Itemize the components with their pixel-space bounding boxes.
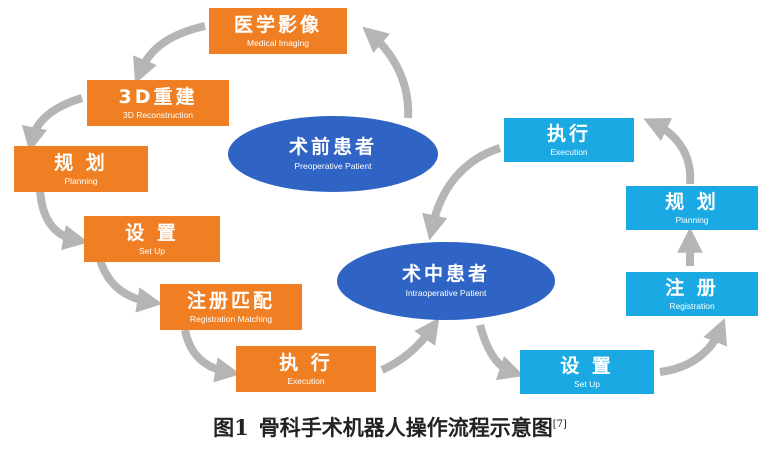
box-sublabel: Planning — [64, 175, 98, 186]
box-medical-imaging: 医学影像 Medical Imaging — [209, 8, 347, 54]
arrow-imaging-to-reconstruction — [133, 22, 206, 84]
arrow-intraop-to-setup — [476, 323, 525, 381]
figure-reference: [7] — [552, 419, 567, 430]
arrow-registration-to-execution — [181, 329, 241, 383]
box-execution-blue: 执行 Execution — [504, 118, 634, 162]
arrow-planning-to-execution — [643, 118, 695, 185]
intraoperative-patient: 术中患者 Intraoperative Patient — [337, 242, 555, 320]
box-label: 规 划 — [54, 151, 108, 174]
box-label: 执 行 — [279, 351, 333, 374]
arrow-reconstruction-to-planning — [21, 94, 84, 153]
ellipse-label: 术中患者 — [401, 263, 490, 285]
figure-label: 图1 — [213, 415, 249, 440]
box-sublabel: Set Up — [139, 245, 165, 256]
arrow-execution-to-intraop — [380, 317, 440, 374]
ellipse-sublabel: Intraoperative Patient — [405, 288, 487, 298]
box-sublabel: Execution — [287, 375, 325, 386]
ellipse-sublabel: Preoperative Patient — [294, 161, 372, 171]
box-sublabel: Medical Imaging — [247, 37, 309, 48]
box-label: 设 置 — [125, 221, 179, 244]
arrow-preop-to-imaging — [362, 26, 413, 119]
arrow-execution-to-intraop-blue — [422, 144, 502, 241]
arrow-setup-to-registration-blue — [659, 318, 728, 376]
box-label: 注 册 — [665, 276, 719, 299]
figure-title: 骨科手术机器人操作流程示意图 — [258, 415, 553, 440]
box-label: 医学影像 — [233, 13, 322, 36]
box-registration-matching: 注册匹配 Registration Matching — [160, 284, 302, 330]
arrow-planning-to-setup — [36, 189, 89, 251]
box-sublabel: 3D Reconstruction — [123, 109, 193, 120]
box-label: 设 置 — [560, 354, 614, 377]
box-sublabel: Execution — [550, 146, 588, 157]
box-planning-blue: 规 划 Planning — [626, 186, 758, 230]
box-label: 注册匹配 — [186, 289, 275, 312]
box-registration-blue: 注 册 Registration — [626, 272, 758, 316]
box-set-up-blue: 设 置 Set Up — [520, 350, 654, 394]
ellipse-label: 术前患者 — [288, 136, 377, 158]
box-label: 规 划 — [665, 190, 719, 213]
flow-arrows — [21, 22, 728, 383]
figure-caption: 图1 骨科手术机器人操作流程示意图[7] — [0, 412, 780, 442]
arrow-setup-to-registration — [96, 258, 163, 313]
box-set-up: 设 置 Set Up — [84, 216, 220, 262]
box-label: 3D重建 — [118, 85, 198, 108]
box-planning: 规 划 Planning — [14, 146, 148, 192]
box-sublabel: Registration Matching — [189, 313, 273, 324]
preoperative-patient: 术前患者 Preoperative Patient — [228, 116, 438, 192]
box-3d-reconstruction: 3D重建 3D Reconstruction — [87, 80, 229, 126]
box-sublabel: Set Up — [574, 378, 600, 389]
box-sublabel: Planning — [675, 214, 709, 225]
box-label: 执行 — [546, 122, 591, 145]
box-sublabel: Registration — [669, 300, 715, 311]
box-execution: 执 行 Execution — [236, 346, 376, 392]
